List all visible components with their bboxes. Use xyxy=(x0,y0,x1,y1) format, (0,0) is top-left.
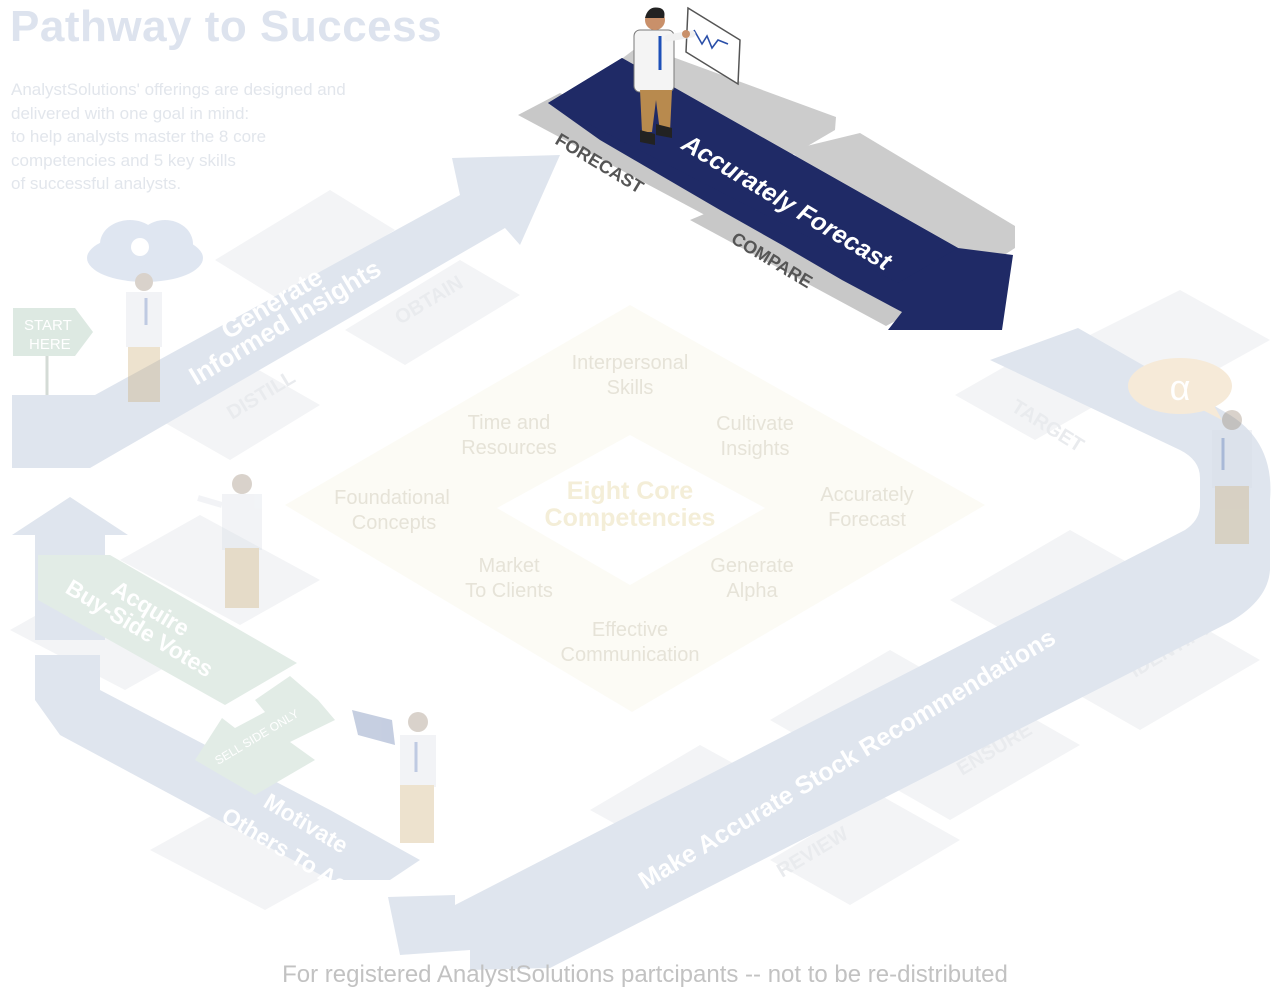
competency-grid: Interpersonal Skills Time and Resources … xyxy=(285,305,985,712)
start-sign-label-1: START xyxy=(24,317,72,334)
center-label-1: Eight Core xyxy=(567,477,693,505)
center-label-2: Competencies xyxy=(545,504,716,532)
lightbulb-icon xyxy=(131,238,149,256)
green-arrows xyxy=(38,555,335,795)
competency-interpersonal-2: Skills xyxy=(607,377,654,399)
competency-time-2: Resources xyxy=(461,437,557,459)
competency-communication: Effective xyxy=(592,619,668,641)
competency-cultivate-2: Insights xyxy=(721,438,790,460)
person-thinking xyxy=(87,220,203,402)
chart-line-icon xyxy=(693,29,729,50)
competency-interpersonal: Interpersonal xyxy=(572,352,689,374)
competency-foundational: Foundational xyxy=(334,487,450,509)
competency-alpha-2: Alpha xyxy=(726,580,778,602)
person-alpha xyxy=(1212,410,1252,544)
person-megaphone xyxy=(352,710,436,843)
competency-time: Time and xyxy=(468,412,551,434)
intro-text: AnalystSolutions' offerings are designed… xyxy=(11,78,346,196)
faded-figures xyxy=(87,220,1252,843)
intro-line: delivered with one goal in mind: xyxy=(11,103,250,123)
competency-cultivate: Cultivate xyxy=(716,413,794,435)
megaphone-icon xyxy=(352,710,395,745)
person-forecasting xyxy=(633,6,741,145)
alpha-bubble: α xyxy=(1128,358,1232,420)
competency-market-2: To Clients xyxy=(465,580,553,602)
arrow-sell-side xyxy=(195,676,335,795)
page-title: Pathway to Success xyxy=(10,2,443,51)
intro-line: of successful analysts. xyxy=(11,174,182,193)
center-diamond xyxy=(497,435,765,585)
arrow-generate xyxy=(12,155,560,468)
alpha-symbol: α xyxy=(1170,367,1191,408)
competency-forecast-2: Forecast xyxy=(828,509,906,531)
competency-market: Market xyxy=(478,555,540,577)
intro-line: AnalystSolutions' offerings are designed… xyxy=(11,80,346,99)
competency-forecast: Accurately xyxy=(820,484,913,506)
competency-foundational-2: Concepts xyxy=(352,512,437,534)
arrow-acquire xyxy=(38,555,297,705)
person-presenting xyxy=(197,474,262,608)
forecast-stage: Accurately Forecast FORECAST COMPARE xyxy=(518,45,1015,330)
start-sign-label-2: HERE xyxy=(29,336,71,353)
intro-line: to help analysts master the 8 core xyxy=(11,127,267,146)
competency-communication-2: Communication xyxy=(561,644,700,666)
intro-line: competencies and 5 key skills xyxy=(11,150,236,170)
footer-notice: For registered AnalystSolutions partcipa… xyxy=(282,961,1008,988)
start-sign: START HERE xyxy=(13,308,93,395)
competency-alpha: Generate xyxy=(710,555,793,577)
